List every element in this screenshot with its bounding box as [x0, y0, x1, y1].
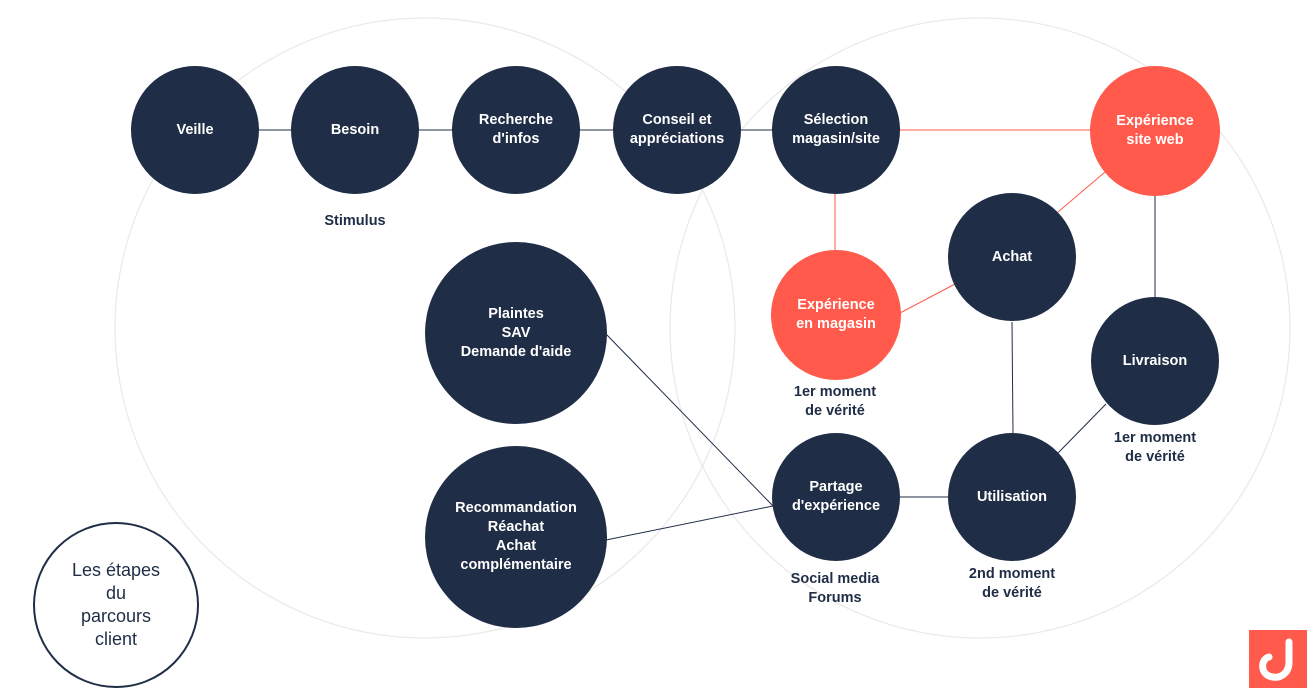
- node-utilisation: Utilisation: [948, 433, 1076, 561]
- node-achat-label: Achat: [991, 248, 1033, 265]
- caption-social: Social media Forums: [790, 571, 880, 606]
- edge-livraison-utilisation: [1057, 403, 1107, 454]
- node-plaintes-label: Plaintes SAV Demande d'aide: [460, 305, 572, 360]
- caption-moment-magasin: 1er moment de vérité: [793, 384, 877, 419]
- caption-stimulus: Stimulus: [324, 213, 386, 229]
- node-livraison: Livraison: [1091, 297, 1219, 425]
- node-conseil: Conseil et appréciations: [613, 66, 741, 194]
- caption-moment-utilisation: 2nd moment de vérité: [968, 566, 1056, 601]
- edge-plaintes-partage: [605, 333, 774, 507]
- node-recherche-label: Recherche d'infos: [478, 112, 554, 147]
- legend-circle: Les étapes du parcours client: [33, 522, 199, 688]
- node-livraison-label: Livraison: [1122, 352, 1188, 369]
- node-experience-web-label: Expérience site web: [1116, 113, 1194, 148]
- brand-logo-icon: [1249, 630, 1307, 688]
- edge-recommandation-partage: [605, 505, 774, 541]
- node-experience-web: Expérience site web: [1090, 66, 1220, 196]
- node-recommandation: Recommandation Réachat Achat complémenta…: [425, 446, 607, 628]
- ghost-circle-left: [114, 17, 736, 639]
- caption-moment-livraison: 1er moment de vérité: [1113, 430, 1197, 465]
- node-besoin: Besoin: [291, 66, 419, 194]
- node-recommandation-label: Recommandation Réachat Achat complémenta…: [455, 500, 577, 573]
- node-conseil-label: Conseil et appréciations: [629, 112, 725, 147]
- edge-magasin-achat: [899, 283, 956, 314]
- node-veille: Veille: [131, 66, 259, 194]
- node-veille-label: Veille: [176, 121, 214, 138]
- legend-label: Les étapes du parcours client: [71, 560, 161, 649]
- node-achat: Achat: [948, 193, 1076, 321]
- node-selection-label: Sélection magasin/site: [792, 112, 880, 147]
- node-plaintes: Plaintes SAV Demande d'aide: [425, 242, 607, 424]
- node-utilisation-label: Utilisation: [976, 488, 1048, 505]
- node-selection: Sélection magasin/site: [772, 66, 900, 194]
- node-recherche: Recherche d'infos: [452, 66, 580, 194]
- node-experience-magasin: Expérience en magasin: [771, 250, 901, 380]
- ghost-circle-right: [669, 17, 1291, 639]
- node-experience-magasin-label: Expérience en magasin: [796, 297, 876, 332]
- brand-logo-mark: [1259, 638, 1293, 681]
- node-partage-label: Partage d'expérience: [791, 479, 881, 514]
- node-partage: Partage d'expérience: [772, 433, 900, 561]
- node-besoin-label: Besoin: [330, 121, 380, 138]
- edge-achat-utilisation: [1011, 321, 1014, 434]
- edge-web-achat: [1057, 171, 1106, 213]
